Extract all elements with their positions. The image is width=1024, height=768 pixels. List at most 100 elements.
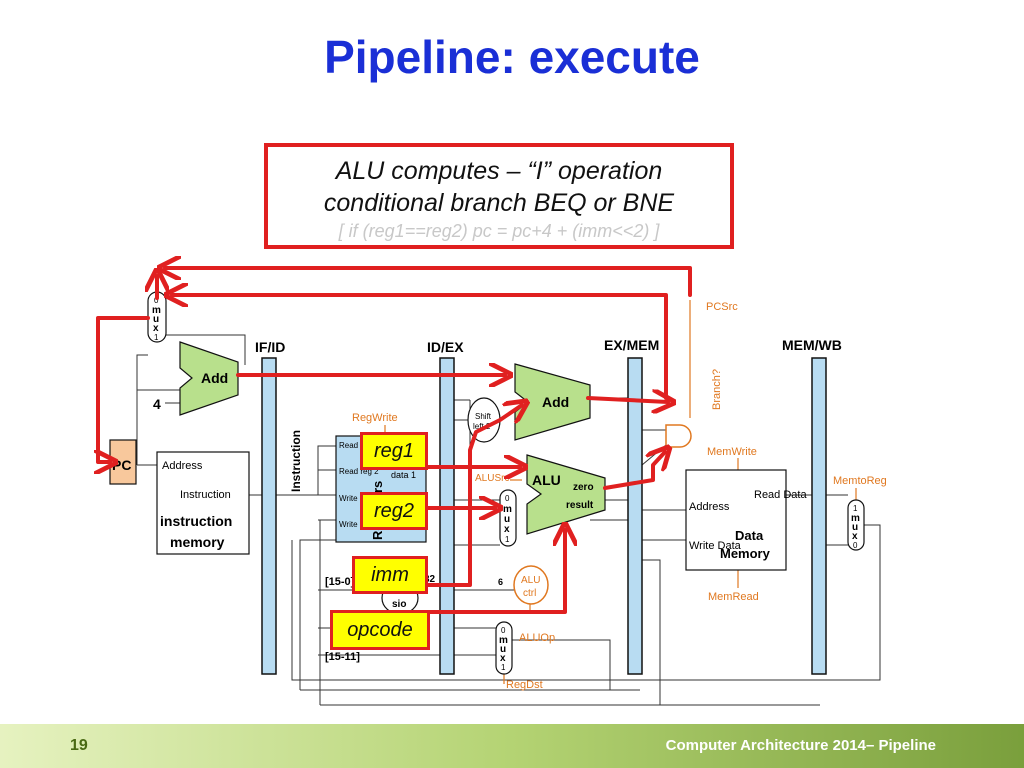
svg-text:m: m [503,504,512,515]
alu: ALU zero result [526,454,606,535]
data-memory: Address Read Data Write Data Data Memory [685,469,807,571]
branch-adder: Add [514,363,591,441]
opcode-to-aluctrl-arrow [424,530,565,614]
svg-text:u: u [852,522,858,533]
svg-text:x: x [153,323,159,334]
range-15-0-width: 32 [424,574,436,585]
writeback-mux: 1 m u x 0 [847,499,865,551]
svg-text:x: x [504,524,510,535]
svg-text:zero: zero [573,482,594,493]
svg-text:instruction: instruction [160,513,232,529]
id-ex-label: ID/EX [427,339,464,355]
svg-text:Address: Address [689,501,730,513]
mux-to-pc-arrow [98,316,150,462]
range-15-11: [15-11] [325,651,360,663]
svg-text:Address: Address [162,460,203,472]
pcsrc-return [165,268,692,297]
tag-reg1: reg1 [360,432,428,470]
memtoreg-label: MemtoReg [833,475,887,487]
svg-text:x: x [852,531,858,542]
svg-text:result: result [566,500,594,511]
mem-wb-register [811,357,827,675]
svg-text:data 1: data 1 [391,470,416,480]
footer-bar: 19 Computer Architecture 2014– Pipeline [0,724,1024,768]
branch-add-out-arrow [586,398,668,402]
svg-text:memory: memory [170,534,225,550]
svg-text:ALU: ALU [521,575,540,586]
pc-mux: 0 m u x 1 [147,291,167,343]
svg-text:m: m [152,305,161,316]
svg-text:ctrl: ctrl [523,588,536,599]
range-15-0: [15-0] [325,576,355,588]
svg-text:0: 0 [501,626,506,635]
alusrc-mux: 0 m u x 1 [499,489,517,547]
id-ex-register [439,357,455,675]
svg-text:Data: Data [735,528,764,543]
svg-text:Add: Add [542,394,569,410]
svg-text:x: x [500,653,506,664]
svg-text:Instruction: Instruction [180,489,231,501]
svg-text:Read reg 2: Read reg 2 [339,467,379,476]
svg-text:m: m [499,635,508,646]
svg-text:left 2: left 2 [473,422,491,431]
svg-text:Read Data: Read Data [754,489,807,501]
svg-text:Write data: Write data [339,520,376,529]
control-lines [384,300,857,684]
callout-box: ALU computes – “I” operation conditional… [264,143,734,249]
mem-wb-label: MEM/WB [782,337,842,353]
footer-title: Computer Architecture 2014– Pipeline [665,737,936,754]
ex-mem-register [627,357,643,675]
funct-width: 6 [498,577,503,587]
if-id-register [261,357,277,675]
svg-text:Add: Add [201,370,228,386]
slide-title: Pipeline: execute [324,31,700,83]
zero-to-and-arrow [603,452,665,490]
constant-four: 4 [153,396,161,412]
svg-text:1: 1 [853,504,858,513]
page-number: 19 [70,737,88,754]
regwrite-label: RegWrite [352,412,398,424]
svg-text:Write reg: Write reg [339,494,371,503]
svg-text:Shift: Shift [475,412,492,421]
instruction-bus-label: Instruction [289,430,303,492]
if-adder: Add [179,341,239,416]
svg-text:0: 0 [154,296,159,305]
tag-opcode: opcode [330,610,430,650]
highlight-arrows [98,268,692,614]
instruction-memory: Address Instruction instruction memory [156,451,250,555]
tag-imm: imm [352,556,428,594]
callout-line-2: conditional branch BEQ or BNE [323,189,675,217]
imm-to-shift-arrow [406,405,522,587]
callout-line-1: ALU computes – “I” operation [335,157,663,185]
branch-label: Branch? [711,369,723,410]
pcsrc-label: PCSrc [706,301,738,313]
callout-line-3: [ if (reg1==reg2) pc = pc+4 + (imm<<2) ] [338,221,660,241]
svg-text:Read reg: Read reg [339,441,372,450]
ex-mem-label: EX/MEM [604,337,659,353]
svg-text:u: u [153,314,159,325]
svg-text:0: 0 [505,494,510,503]
svg-text:u: u [500,644,506,655]
svg-text:Write Data: Write Data [689,540,742,552]
datapath-wires [136,334,881,706]
branch-target-return [172,295,668,400]
svg-text:sio: sio [392,599,406,610]
if-id-label: IF/ID [255,339,285,355]
tag-reg2: reg2 [360,492,428,530]
svg-text:m: m [851,513,860,524]
svg-text:PC: PC [112,457,131,473]
svg-text:1: 1 [154,333,159,342]
memwrite-label: MemWrite [707,446,757,458]
svg-text:Memory: Memory [720,546,771,561]
memread-label: MemRead [708,591,759,603]
aluop-label: ALUOp [519,632,555,644]
svg-text:0: 0 [853,541,858,550]
svg-text:u: u [504,514,510,525]
svg-text:1: 1 [505,535,510,544]
pc-register: PC [109,439,137,485]
svg-text:ALU: ALU [532,472,561,488]
svg-text:1: 1 [501,663,506,672]
alu-control: ALU ctrl [513,565,549,605]
regdst-label: RegDst [506,679,543,691]
regdst-mux: 0 m u x 1 [495,621,513,675]
